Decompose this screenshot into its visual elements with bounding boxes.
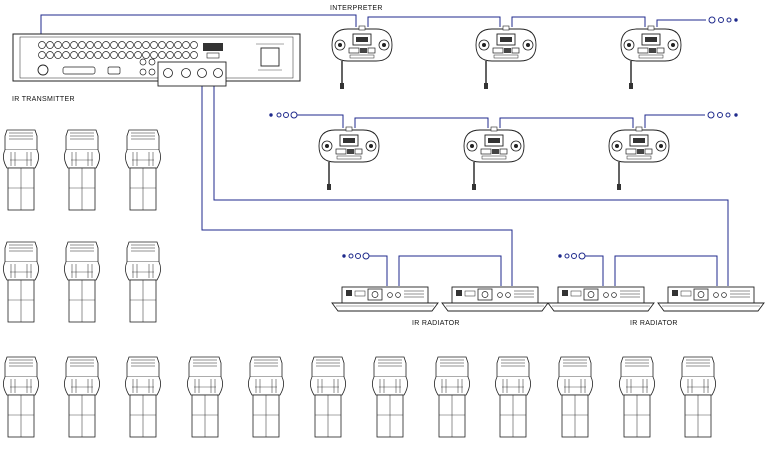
cable-row2-2-to-3 <box>499 117 634 128</box>
cable-row2-1-to-2 <box>354 117 489 128</box>
ir-receiver-icon <box>3 241 39 323</box>
cable-interp-3-out <box>656 19 706 27</box>
cable-tx-to-radiator-2 <box>213 80 729 286</box>
ir-receiver-icon <box>186 356 224 438</box>
ir-receiver-icon <box>64 356 100 438</box>
cable-interp-1-to-2 <box>367 16 501 27</box>
interpreter-units <box>318 25 682 191</box>
interpreter-unit-icon <box>463 126 525 191</box>
ir-receiver-icon <box>247 356 285 438</box>
interpreter-unit-icon <box>620 25 682 90</box>
interpreter-label: INTERPRETER <box>330 5 383 12</box>
dots-top-right <box>708 16 738 24</box>
ir-radiator-label-left: IR RADIATOR <box>412 320 460 327</box>
cable-tx-to-interpreter-1 <box>40 14 357 42</box>
ir-receiver-icon <box>494 356 531 438</box>
ir-transmitter-icon <box>12 33 301 87</box>
continuation-dots <box>269 16 738 260</box>
interpreter-unit-icon <box>608 126 670 191</box>
cable-tx-to-radiator-1 <box>201 80 513 286</box>
ir-radiator-icon <box>331 286 439 312</box>
ir-receiver-icon <box>557 356 593 438</box>
cable-network <box>40 14 729 286</box>
ir-receiver-icon <box>64 129 100 211</box>
interpreter-unit-icon <box>331 25 393 90</box>
ir-receiver-icon <box>64 241 100 323</box>
dots-row2-left <box>269 111 298 119</box>
ir-receiver-icon <box>433 356 471 438</box>
ir-radiator-icon <box>441 286 549 312</box>
ir-receiver-icon <box>125 356 162 438</box>
cable-interp-2-to-3 <box>511 16 646 27</box>
cable-rad-right-in <box>585 255 604 286</box>
interpreter-unit-icon <box>475 25 537 90</box>
cable-rad-3-to-4 <box>614 255 718 286</box>
dots-radiator-right <box>558 252 586 260</box>
ir-receiver-icon <box>125 129 162 211</box>
cable-row2-out <box>644 114 705 128</box>
cable-rad-left-in <box>369 255 388 286</box>
ir-radiator-icon <box>657 286 765 312</box>
ir-receiver-icon <box>619 356 655 438</box>
ir-receiver-icon <box>371 356 409 438</box>
ir-receiver-icon <box>3 356 39 438</box>
ir-receiver-icon <box>680 356 716 438</box>
dots-radiator-left <box>342 252 370 260</box>
ir-transmitter-label: IR TRANSMITTER <box>12 96 75 103</box>
ir-radiator-icon <box>547 286 655 312</box>
ir-receiver-icon <box>3 129 39 211</box>
ir-receiver-icon <box>125 241 162 323</box>
ir-radiators <box>331 286 765 312</box>
ir-radiator-label-right: IR RADIATOR <box>630 320 678 327</box>
ir-receivers <box>3 129 716 438</box>
cable-rad-1-to-2 <box>398 255 502 286</box>
dots-row2-right <box>707 111 738 119</box>
interpreter-unit-icon <box>318 126 380 191</box>
ir-receiver-icon <box>309 356 347 438</box>
cable-row2-in <box>297 114 344 128</box>
